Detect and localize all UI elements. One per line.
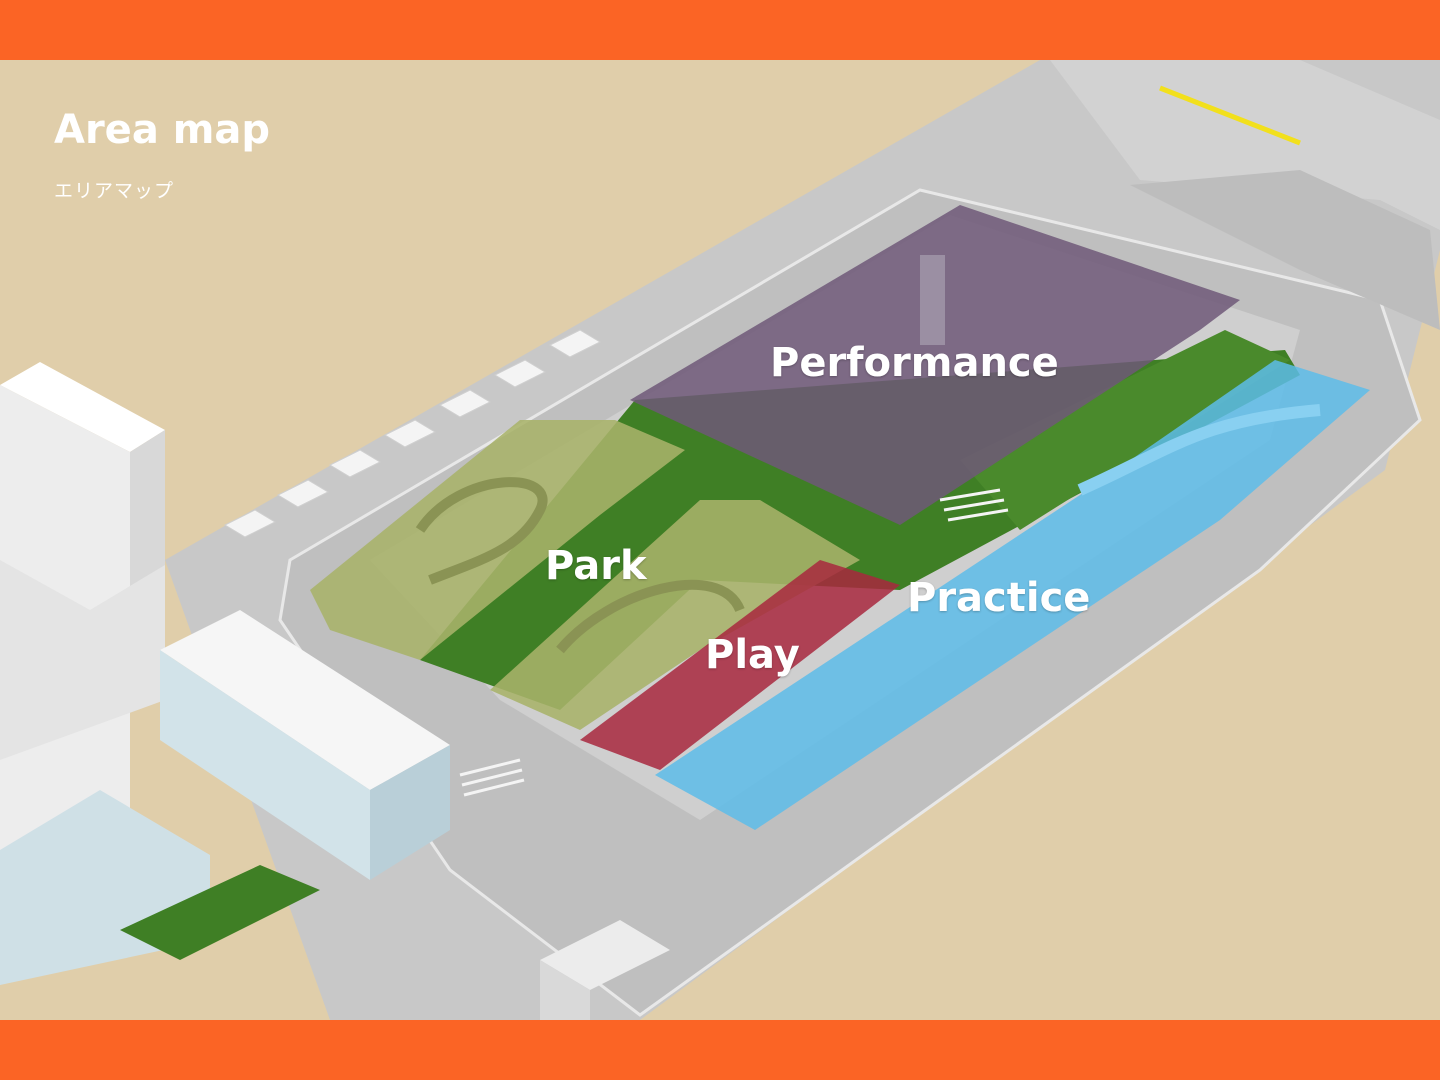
ramp: [1130, 170, 1440, 330]
park-curve-track-2: [556, 579, 745, 654]
upper-pad: [1050, 60, 1440, 230]
zone-performance: [630, 205, 1240, 525]
bottom-frame-bar: [0, 1020, 1440, 1080]
small-house-roof: [540, 920, 670, 990]
building-tall-lower: [0, 560, 165, 760]
performance-tower: [920, 255, 945, 345]
top-frame-bar: [0, 0, 1440, 60]
zone-label-performance: Performance: [770, 340, 1059, 386]
page-subtitle: エリアマップ: [54, 180, 175, 202]
zone-label-practice: Practice: [907, 575, 1091, 621]
map-heading: Area map エリアマップ: [54, 104, 270, 203]
school-front: [160, 650, 370, 880]
crosswalk: [459, 488, 1009, 797]
zone-park-lower: [490, 500, 860, 730]
page-title: Area map: [54, 107, 271, 153]
grass-area-right: [960, 330, 1290, 530]
building-tall-top: [0, 362, 165, 452]
garden-lawn: [120, 865, 320, 960]
yellow-marking: [1159, 85, 1301, 146]
zone-label-play: Play: [705, 632, 800, 678]
school-top: [160, 610, 450, 790]
zone-play: [580, 560, 900, 770]
zone-label-park: Park: [545, 543, 647, 589]
zone-practice: [655, 360, 1370, 830]
tent-row: [223, 329, 602, 538]
small-house-front: [540, 960, 590, 1020]
park-curve-track: [415, 477, 548, 585]
zone-park: [310, 420, 685, 660]
school-side: [370, 745, 450, 880]
practice-curve-track: [1077, 404, 1321, 496]
